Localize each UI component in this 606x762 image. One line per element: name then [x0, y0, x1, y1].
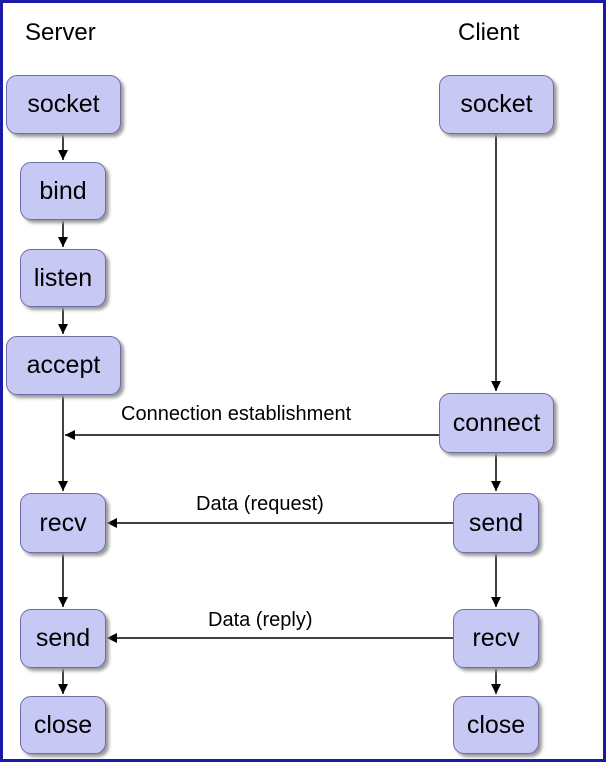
server-recv-node: recv	[20, 493, 106, 553]
client-socket-node: socket	[439, 75, 554, 134]
server-socket-node: socket	[6, 75, 121, 134]
server-send-node: send	[20, 609, 106, 668]
flow-arrows	[58, 134, 501, 694]
client-recv-node: recv	[453, 609, 539, 668]
client-send-node: send	[453, 493, 539, 553]
label-data-reply: Data (reply)	[208, 609, 313, 631]
client-heading: Client	[458, 19, 520, 46]
label-connection-establishment: Connection establishment	[121, 403, 352, 425]
label-data-request: Data (request)	[196, 493, 324, 515]
client-close-node: close	[453, 696, 539, 754]
client-connect-node: connect	[439, 393, 554, 453]
server-bind-node: bind	[20, 162, 106, 220]
server-heading: Server	[25, 19, 96, 46]
server-listen-node: listen	[20, 249, 106, 307]
server-accept-node: accept	[6, 336, 121, 395]
server-close-node: close	[20, 696, 106, 754]
